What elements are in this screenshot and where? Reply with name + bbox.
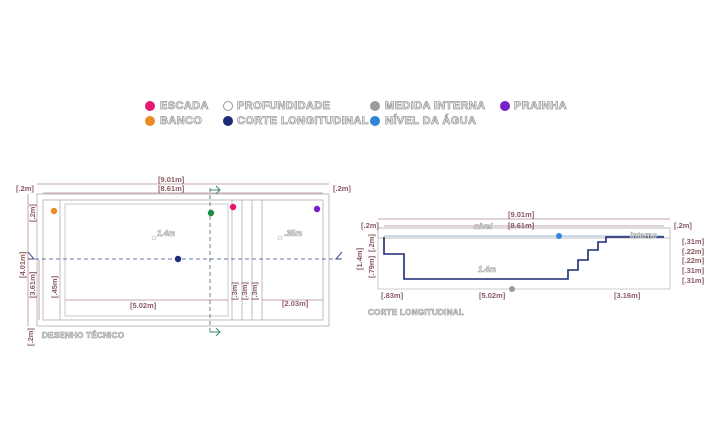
section-caption: CORTE LONGITUDINAL (368, 308, 464, 317)
section-border-right: [.2m] (674, 221, 692, 230)
plan-inner-pool (42, 199, 324, 321)
plan-inner-width: [3.61m] (28, 271, 37, 298)
nivel-dot (370, 116, 380, 126)
section-water-label: nível (474, 222, 493, 231)
legend-escada-label: ESCADA (160, 100, 209, 113)
section-step-e: [.31m] (682, 276, 705, 285)
section-step-b: [.22m] (682, 247, 705, 256)
section-depth-lower: [.79m] (367, 255, 376, 278)
section-view (377, 218, 671, 292)
profundidade-dot (223, 101, 233, 111)
section-depth-total: [1.4m] (355, 247, 364, 270)
plan-depth-main: 1.4m (157, 229, 175, 238)
marker-escada (229, 203, 237, 211)
plan-border-left: [.2m] (16, 184, 34, 193)
plan-inner-length: [8.61m] (158, 184, 185, 193)
section-depth-label: 1.4m (478, 265, 496, 274)
plan-step-1: [.3m] (230, 282, 239, 300)
section-inner-length: [8.61m] (508, 221, 535, 230)
cut-arrow-top (210, 185, 221, 195)
section-water-marker (556, 233, 562, 239)
plan-cut-line (27, 185, 343, 337)
legend-medida-label: MEDIDA INTERNA (385, 100, 486, 113)
legend-profundidade-label: PROFUNDIDADE (237, 100, 331, 113)
legend-banco-label: BANCO (160, 115, 203, 128)
plan-depth-prainha: .35m (284, 229, 302, 238)
legend-nivel-label: NÍVEL DA ÁGUA (385, 115, 477, 128)
section-deck (377, 227, 671, 239)
plan-main-area (64, 203, 229, 317)
plan-prainha-length: [2.03m] (282, 299, 309, 308)
plan-bench-width: [.45m] (50, 275, 59, 298)
plan-border-side: [.2m] (28, 204, 37, 222)
section-step-a: [.31m] (682, 237, 705, 246)
cut-arrow-right (334, 251, 343, 260)
marker-prainha (313, 205, 321, 213)
cut-arrow-bottom (210, 327, 221, 337)
section-depth-upper: [.2m] (367, 234, 376, 252)
plan-outer-border (36, 193, 330, 327)
marker-escada-green (207, 209, 215, 217)
section-floor-length: [5.02m] (479, 291, 506, 300)
cut-arrow-left (27, 251, 36, 260)
plan-width: [4.01m] (18, 251, 27, 278)
marker-banco (50, 207, 58, 215)
depth-marker-main (151, 235, 157, 241)
legend: ESCADA BANCO PROFUNDIDADE CORTE LONGITUD… (0, 0, 716, 140)
section-floor-marker (509, 286, 515, 292)
legend-corte-label: CORTE LONGITUDINAL (237, 115, 369, 128)
plan-border-right: [.2m] (333, 184, 351, 193)
section-step-c: [.22m] (682, 256, 705, 265)
plan-total-length: [9.01m] (158, 175, 185, 184)
corte-dot (223, 116, 233, 126)
section-inner-label: interno (630, 231, 657, 240)
prainha-dot (500, 101, 510, 111)
plan-caption: DESENHO TÉCNICO (42, 331, 124, 340)
section-step-d: [.31m] (682, 266, 705, 275)
depth-marker-prainha (277, 235, 283, 241)
section-total-length: [9.01m] (508, 210, 535, 219)
escada-dot (145, 101, 155, 111)
section-border-left: [.2m] (361, 221, 379, 230)
marker-corte (174, 255, 182, 263)
medida-dot (370, 101, 380, 111)
section-stairs-length: [3.16m] (614, 291, 641, 300)
plan-step-3: [.3m] (250, 282, 259, 300)
section-left-wall: [.83m] (381, 291, 404, 300)
plan-dimension-lines (27, 183, 329, 326)
plan-bottom-border: [.2m] (26, 328, 35, 346)
plan-main-length: [5.02m] (130, 301, 157, 310)
section-profile (383, 236, 664, 280)
legend-prainha-label: PRAINHA (514, 100, 567, 113)
plan-step-2: [.3m] (240, 282, 249, 300)
banco-dot (145, 116, 155, 126)
